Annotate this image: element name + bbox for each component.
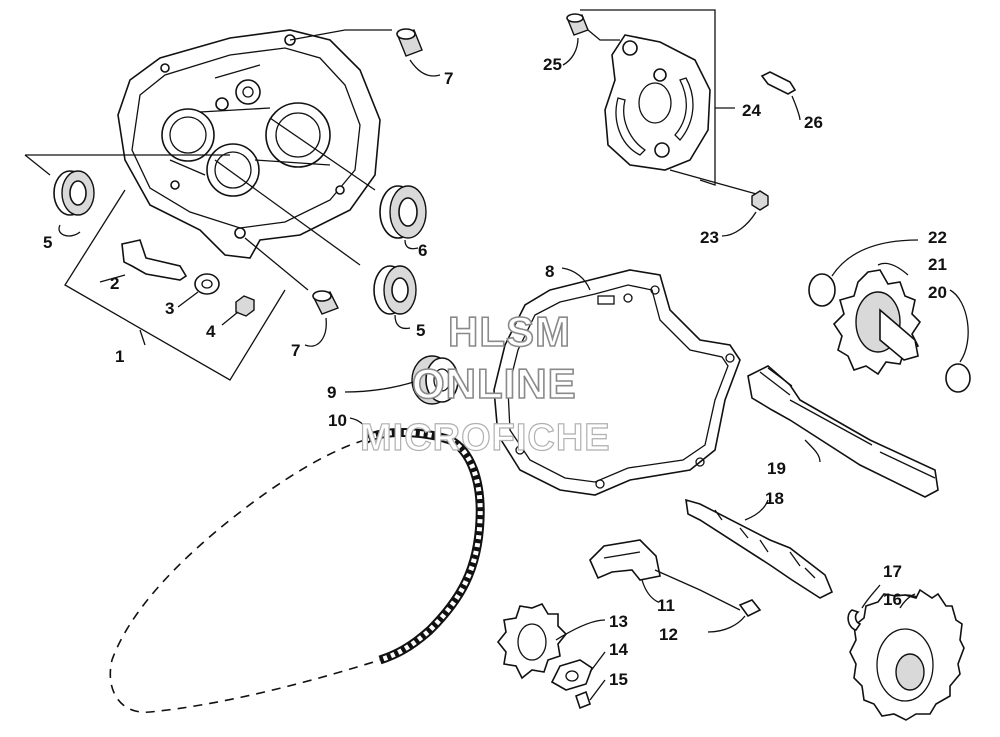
callout-25: 25 xyxy=(543,55,562,74)
washer-22 xyxy=(808,239,919,307)
callout-3: 3 xyxy=(165,299,174,318)
callout-1: 1 xyxy=(115,347,124,366)
shaft-18 xyxy=(685,498,834,599)
screw-15 xyxy=(575,679,606,710)
bearing-6 xyxy=(379,185,427,250)
callout-23: 23 xyxy=(700,228,719,247)
bolt-2 xyxy=(99,239,188,283)
callout-19: 19 xyxy=(767,459,786,478)
dowel-25 xyxy=(562,13,589,66)
screw-12 xyxy=(707,599,762,633)
sprocket-13 xyxy=(496,603,606,680)
callout-26: 26 xyxy=(804,113,823,132)
watermark-line-2: ONLINE xyxy=(412,360,577,407)
callout-12: 12 xyxy=(659,625,678,644)
clip-17 xyxy=(847,584,881,631)
gear-21 xyxy=(832,262,922,376)
chain-10 xyxy=(109,417,485,713)
watermark-line-1: HLSM xyxy=(448,308,571,355)
callout-16: 16 xyxy=(883,590,902,609)
nut-4 xyxy=(221,295,255,326)
callout-9: 9 xyxy=(327,383,336,402)
dowel-7-lower xyxy=(304,290,339,347)
callout-6: 6 xyxy=(418,241,427,260)
gear-case-housing xyxy=(117,29,381,259)
group-1-bracket xyxy=(64,189,286,381)
plate-14 xyxy=(550,651,606,691)
sprocket-9 xyxy=(344,355,459,405)
callout-17: 17 xyxy=(883,562,902,581)
gasket-8 xyxy=(493,267,741,496)
dowel-7-upper xyxy=(396,28,441,77)
callout-21: 21 xyxy=(928,255,947,274)
shaft-19 xyxy=(747,365,939,498)
watermark-line-3: MICROFICHE xyxy=(360,417,611,459)
callout-10: 10 xyxy=(328,411,347,430)
cover-plate-24 xyxy=(580,9,761,196)
callout-18: 18 xyxy=(765,489,784,508)
housing-leaders xyxy=(24,29,392,291)
callout-labels: 1 2 3 4 5 5 6 7 7 8 9 10 11 12 13 14 15 … xyxy=(43,55,947,689)
callout-5-right: 5 xyxy=(416,321,425,340)
gear-16 xyxy=(849,588,965,721)
washer-20 xyxy=(945,289,971,393)
callout-7-lower: 7 xyxy=(291,341,300,360)
callout-2: 2 xyxy=(110,274,119,293)
nut-23 xyxy=(721,190,769,237)
chain-guide-11 xyxy=(589,539,741,611)
callout-5-left: 5 xyxy=(43,233,52,252)
callout-14: 14 xyxy=(609,640,628,659)
callout-13: 13 xyxy=(609,612,628,631)
callout-20: 20 xyxy=(928,283,947,302)
bearing-5-left xyxy=(53,170,95,237)
callout-11: 11 xyxy=(657,596,675,615)
callout-15: 15 xyxy=(609,670,628,689)
callout-7-upper: 7 xyxy=(444,69,453,88)
callout-24: 24 xyxy=(742,101,761,120)
bolt-26 xyxy=(760,71,801,121)
watermark: HLSM ONLINE MICROFICHE xyxy=(359,307,611,459)
washer-3 xyxy=(177,273,220,308)
bearing-5-right xyxy=(373,265,417,330)
callout-4: 4 xyxy=(206,322,216,341)
callout-8: 8 xyxy=(545,262,554,281)
callout-22: 22 xyxy=(928,228,947,247)
